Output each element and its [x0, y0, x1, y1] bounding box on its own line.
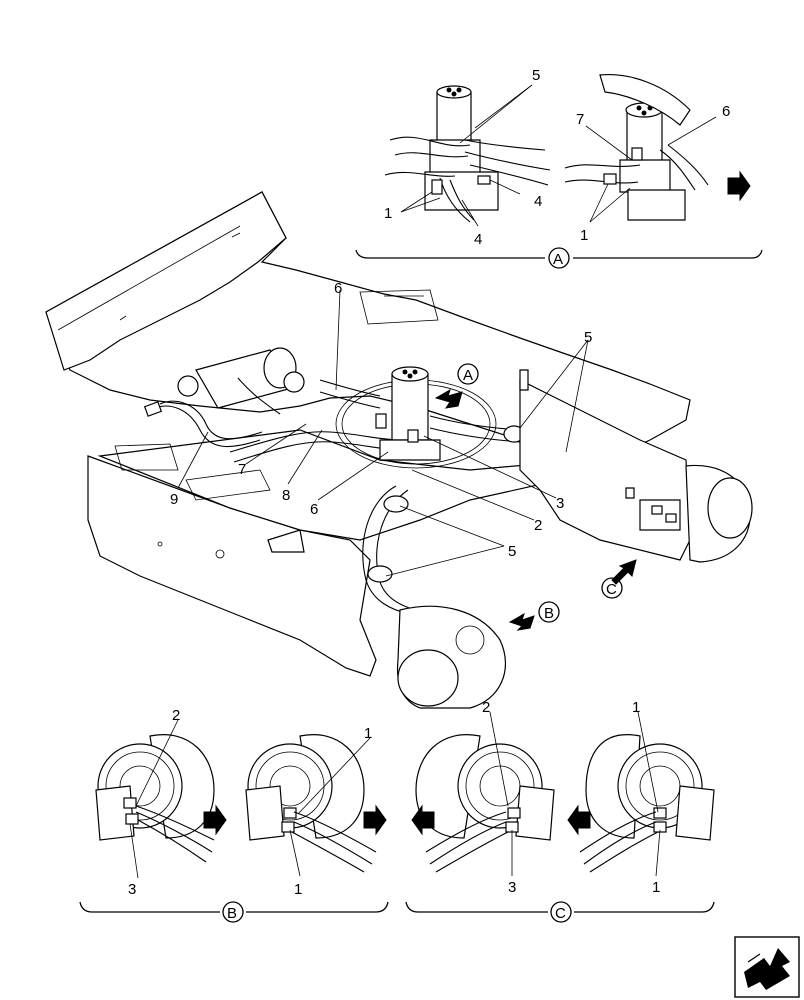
view-label-b: B — [544, 605, 554, 622]
callout-2: 2 — [534, 517, 542, 534]
callout-2: 2 — [172, 707, 180, 724]
callout-4: 4 — [474, 231, 482, 248]
view-label-a: A — [553, 251, 563, 268]
callout-3: 3 — [556, 495, 564, 512]
undercarriage-frame: 6 5 7 8 9 6 2 3 5 A B C — [45, 191, 753, 709]
navigation-arrow-icon[interactable] — [734, 936, 800, 998]
callout-1: 1 — [580, 227, 588, 244]
callout-6: 6 — [334, 280, 342, 297]
travel-motor-detail — [415, 734, 555, 873]
callout-2: 2 — [482, 699, 490, 716]
travel-motor-b — [396, 605, 506, 709]
view-label-c: C — [555, 905, 566, 922]
swivel-joint-right — [564, 73, 709, 221]
callout-4: 4 — [534, 193, 542, 210]
callout-1: 1 — [294, 881, 302, 898]
callout-5: 5 — [508, 543, 516, 560]
swivel-joint-left — [384, 85, 551, 223]
callout-1: 1 — [652, 879, 660, 896]
detail-view-a: 5 4 4 1 7 6 1 A — [355, 67, 763, 269]
callout-6: 6 — [722, 103, 730, 120]
travel-motor-c — [639, 464, 753, 563]
callout-1: 1 — [384, 205, 392, 222]
view-label-c: C — [606, 581, 617, 598]
callout-8: 8 — [282, 487, 290, 504]
swivel-joint-center — [375, 366, 441, 461]
view-label-b: B — [227, 905, 237, 922]
callout-1: 1 — [364, 725, 372, 742]
callout-7: 7 — [238, 461, 246, 478]
callout-5: 5 — [584, 329, 592, 346]
callout-9: 9 — [170, 491, 178, 508]
callout-1: 1 — [632, 699, 640, 716]
detail-view-b: 2 3 1 1 B — [79, 707, 389, 923]
detail-view-c: 2 3 1 1 C — [405, 699, 715, 923]
callout-6: 6 — [310, 501, 318, 518]
callout-3: 3 — [508, 879, 516, 896]
travel-motor-detail — [579, 734, 715, 873]
view-label-a: A — [463, 367, 473, 384]
callout-5: 5 — [532, 67, 540, 84]
callout-7: 7 — [576, 111, 584, 128]
travel-motor-detail — [95, 734, 215, 863]
callout-3: 3 — [128, 881, 136, 898]
hydraulic-component — [143, 347, 305, 448]
travel-motor-detail — [245, 734, 377, 873]
